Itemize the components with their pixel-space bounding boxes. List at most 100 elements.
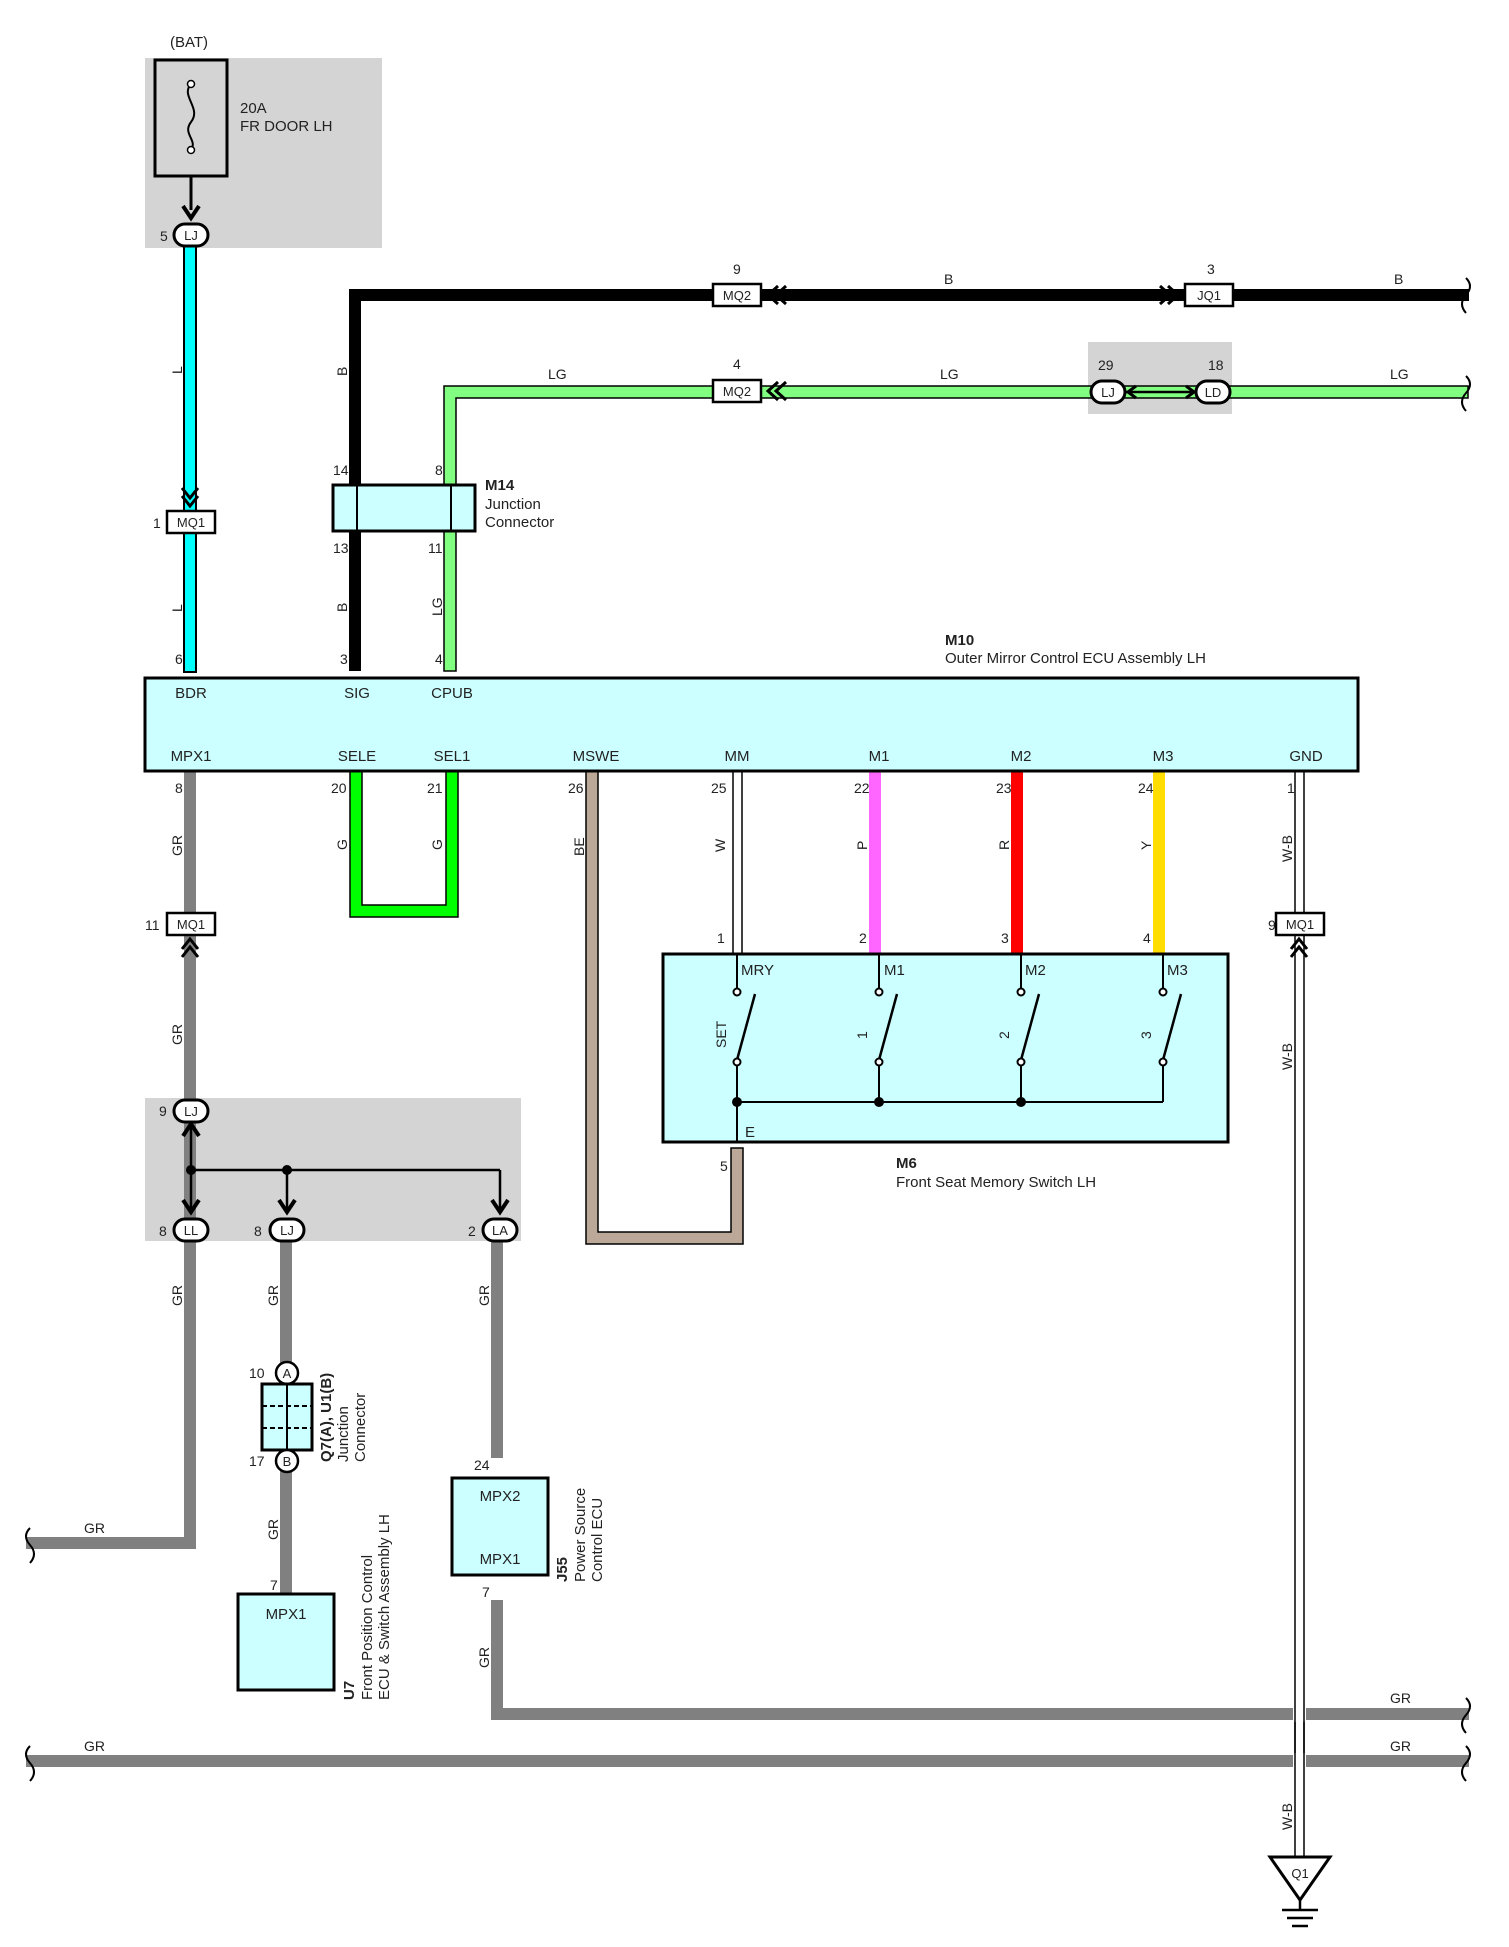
svg-text:GR: GR — [476, 1647, 492, 1668]
svg-text:5: 5 — [160, 228, 168, 244]
svg-text:M3: M3 — [1167, 962, 1188, 979]
power-source-ecu-j55 — [450, 1476, 550, 1577]
arrow-down-icon — [490, 1198, 510, 1216]
svg-text:7: 7 — [270, 1577, 278, 1593]
svg-text:6: 6 — [175, 651, 183, 667]
svg-text:8: 8 — [175, 780, 183, 796]
svg-text:23: 23 — [996, 780, 1012, 796]
svg-text:LG: LG — [548, 366, 567, 382]
wire-b — [349, 289, 1469, 671]
svg-text:3: 3 — [1138, 1031, 1154, 1039]
svg-text:8: 8 — [435, 462, 443, 478]
svg-text:8: 8 — [159, 1223, 167, 1239]
wire-gr — [26, 771, 1469, 1767]
svg-text:9: 9 — [1268, 917, 1276, 933]
chevron-up-icon — [1289, 936, 1309, 958]
svg-text:W-B: W-B — [1279, 835, 1295, 862]
svg-text:GR: GR — [265, 1519, 281, 1540]
svg-text:Power Source: Power Source — [572, 1488, 589, 1582]
svg-text:1: 1 — [854, 1031, 870, 1039]
arrow-down-icon — [277, 1198, 297, 1216]
svg-text:M1: M1 — [884, 962, 905, 979]
svg-text:SELE: SELE — [338, 748, 376, 765]
svg-text:Q1: Q1 — [1291, 1866, 1308, 1881]
svg-text:LA: LA — [492, 1223, 508, 1238]
svg-text:29: 29 — [1098, 357, 1114, 373]
connector-b — [274, 1448, 300, 1474]
svg-text:Junction: Junction — [335, 1406, 352, 1462]
m10-name: Outer Mirror Control ECU Assembly LH — [945, 650, 1206, 667]
svg-text:G: G — [429, 839, 445, 850]
connector-mq2-b — [711, 282, 763, 308]
svg-text:BDR: BDR — [175, 685, 207, 702]
svg-text:MPX1: MPX1 — [171, 748, 212, 765]
connector-mq1-gr — [165, 911, 217, 937]
svg-text:18: 18 — [1208, 357, 1224, 373]
junction-connector-m14 — [331, 483, 477, 533]
wire-p — [869, 771, 881, 954]
svg-text:B: B — [944, 271, 953, 287]
svg-text:7: 7 — [482, 1584, 490, 1600]
wire-break-marks — [25, 277, 1471, 1782]
svg-text:M2: M2 — [1025, 962, 1046, 979]
m14-id: M14 — [485, 477, 515, 494]
svg-text:LG: LG — [940, 366, 959, 382]
svg-text:3: 3 — [340, 651, 348, 667]
svg-text:LJ: LJ — [1101, 385, 1115, 400]
connector-mq2-lg — [711, 378, 763, 404]
fuse-amp: 20A — [240, 100, 267, 117]
svg-text:B: B — [334, 367, 350, 376]
svg-text:SIG: SIG — [344, 685, 370, 702]
svg-text:MQ1: MQ1 — [177, 515, 205, 530]
svg-text:MQ1: MQ1 — [1286, 917, 1314, 932]
svg-text:SET: SET — [713, 1020, 729, 1048]
svg-text:GND: GND — [1289, 748, 1323, 765]
svg-text:MM: MM — [725, 748, 750, 765]
svg-text:13: 13 — [333, 540, 349, 556]
svg-text:BE: BE — [571, 837, 587, 856]
arrow-down-icon — [181, 1198, 201, 1216]
chevron-up-icon — [180, 936, 200, 958]
svg-text:W: W — [712, 838, 728, 852]
svg-text:L: L — [169, 366, 185, 374]
svg-text:1: 1 — [717, 930, 725, 946]
wire-r — [1011, 771, 1023, 954]
svg-text:MQ2: MQ2 — [723, 288, 751, 303]
front-position-ecu-u7 — [236, 1592, 336, 1692]
svg-text:GR: GR — [84, 1738, 105, 1754]
svg-text:MQ2: MQ2 — [723, 384, 751, 399]
wire-lg — [443, 385, 1469, 672]
svg-text:CPUB: CPUB — [431, 685, 473, 702]
connector-la — [481, 1217, 519, 1243]
svg-text:Y: Y — [1138, 840, 1154, 850]
svg-text:LG: LG — [429, 597, 445, 616]
svg-text:4: 4 — [733, 356, 741, 372]
svg-text:B: B — [1394, 271, 1403, 287]
svg-text:M1: M1 — [869, 748, 890, 765]
svg-text:11: 11 — [428, 540, 443, 556]
svg-text:17: 17 — [249, 1453, 265, 1469]
battery-label: (BAT) — [170, 34, 208, 51]
svg-text:LJ: LJ — [280, 1223, 294, 1238]
svg-text:R: R — [996, 840, 1012, 850]
memory-switch-m6 — [661, 952, 1230, 1144]
q7-id: Q7(A), U1(B) — [318, 1373, 335, 1462]
svg-text:E: E — [745, 1124, 755, 1141]
svg-text:MPX1: MPX1 — [266, 1606, 307, 1623]
svg-text:LG: LG — [1390, 366, 1409, 382]
chevron-right-icon — [1158, 284, 1181, 306]
svg-text:ECU & Switch Assembly LH: ECU & Switch Assembly LH — [376, 1514, 393, 1700]
m10-id: M10 — [945, 632, 974, 649]
m6-name: Front Seat Memory Switch LH — [896, 1174, 1096, 1191]
switch-contacts — [732, 954, 1183, 1142]
connector-jq1 — [1183, 282, 1235, 308]
svg-text:3: 3 — [1001, 930, 1009, 946]
svg-text:LJ: LJ — [184, 228, 198, 243]
connector-mq1-wb — [1274, 911, 1326, 937]
double-arrow-icon — [1125, 384, 1197, 400]
svg-text:W-B: W-B — [1279, 1043, 1295, 1070]
svg-text:LD: LD — [1205, 385, 1222, 400]
svg-text:GR: GR — [265, 1285, 281, 1306]
svg-text:10: 10 — [249, 1365, 265, 1381]
svg-text:MRY: MRY — [741, 962, 774, 979]
